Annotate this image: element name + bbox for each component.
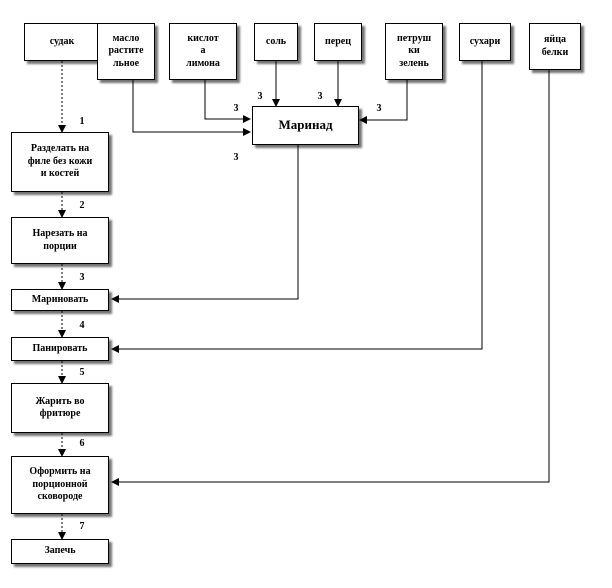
marinade-box: Маринад	[252, 106, 359, 145]
marinade-number-acid: 3	[233, 103, 239, 114]
step-4-bread: Панировать	[11, 337, 109, 361]
step-number-7: 7	[79, 521, 85, 532]
marinade-number-salt: 3	[257, 91, 263, 102]
ingredient-breadcrumbs: сухари	[459, 23, 511, 61]
step-number-3: 3	[79, 272, 85, 283]
ingredient-vegetable-oil: масло растите льное	[97, 23, 155, 80]
arrow-oil-to-marinade	[132, 80, 251, 136]
arrow-marinade-to-step-3	[111, 145, 299, 303]
ingredient-parsley-greens: петруш ки зелень	[385, 23, 443, 80]
arrow-parsley-to-marinade	[359, 80, 408, 124]
arrow-eggwhites-to-step-6	[111, 70, 550, 486]
step-number-5: 5	[79, 367, 85, 378]
step-7-bake: Запечь	[11, 539, 109, 564]
step-5-deep-fry: Жарить во фритюре	[11, 383, 109, 433]
marinade-number-output: 3	[233, 152, 239, 163]
arrow-breadcrumbs-to-step-4	[111, 61, 483, 353]
step-6-serve-pan: Оформить на порционной сковороде	[11, 456, 109, 514]
step-1-fillet: Разделать на филе без кожи и костей	[11, 132, 109, 192]
ingredient-citric-acid: кислот а лимона	[169, 23, 237, 80]
arrow-acid-to-marinade	[204, 80, 251, 123]
ingredient-salt: соль	[254, 23, 298, 61]
step-number-6: 6	[79, 438, 85, 449]
step-2-portion: Нарезать на порции	[11, 217, 109, 264]
step-number-4: 4	[79, 320, 85, 331]
ingredient-pike-perch: судак	[24, 23, 100, 61]
step-number-2: 2	[79, 200, 85, 211]
marinade-number-pepper: 3	[317, 91, 323, 102]
marinade-number-parsley: 3	[376, 103, 382, 114]
step-number-1: 1	[79, 116, 85, 127]
ingredient-egg-whites: яйца белки	[529, 23, 581, 70]
step-3-marinate: Мариновать	[11, 289, 109, 311]
ingredient-pepper: перец	[314, 23, 362, 61]
